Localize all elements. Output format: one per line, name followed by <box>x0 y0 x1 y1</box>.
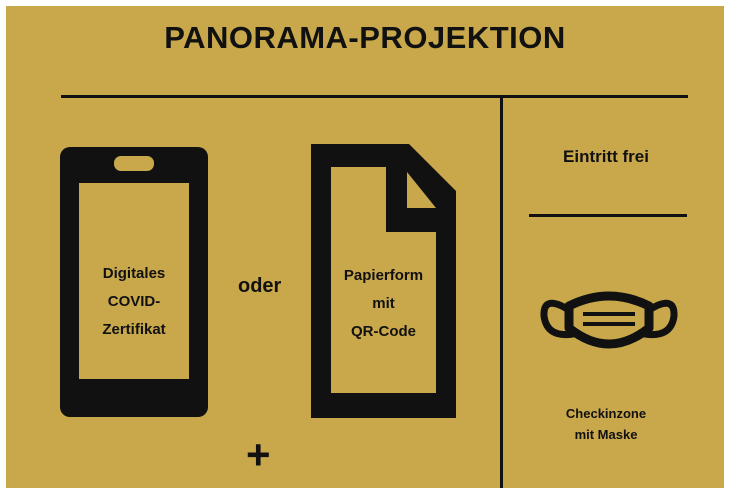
separator-text: oder <box>238 275 282 297</box>
mask-label-line-1: Checkinzone <box>565 406 647 421</box>
vertical-divider <box>500 97 503 488</box>
mask-label: Checkinzone mit Maske <box>526 403 686 445</box>
smartphone-icon <box>60 147 208 417</box>
sign-panel: PANORAMA-PROJEKTION Digitales COVID- Zer… <box>6 6 724 488</box>
document-icon <box>311 144 456 418</box>
paper-label-line-1: Papierform <box>343 267 424 284</box>
phone-label: Digitales COVID- Zertifikat <box>79 260 189 344</box>
phone-label-line-3: Zertifikat <box>102 321 166 338</box>
top-divider <box>61 95 688 98</box>
face-mask-icon <box>540 291 678 349</box>
mask-label-line-2: mit Maske <box>574 427 638 442</box>
paper-label-line-3: QR-Code <box>351 323 416 340</box>
phone-label-line-2: COVID- <box>107 293 161 310</box>
paper-label: Papierform mit QR-Code <box>331 262 436 346</box>
entry-text: Eintritt frei <box>563 147 649 166</box>
right-divider <box>529 214 687 217</box>
phone-label-line-1: Digitales <box>102 265 166 282</box>
plus-icon: + <box>246 431 271 478</box>
page-title: PANORAMA-PROJEKTION <box>164 20 566 55</box>
paper-label-line-2: mit <box>372 295 395 312</box>
